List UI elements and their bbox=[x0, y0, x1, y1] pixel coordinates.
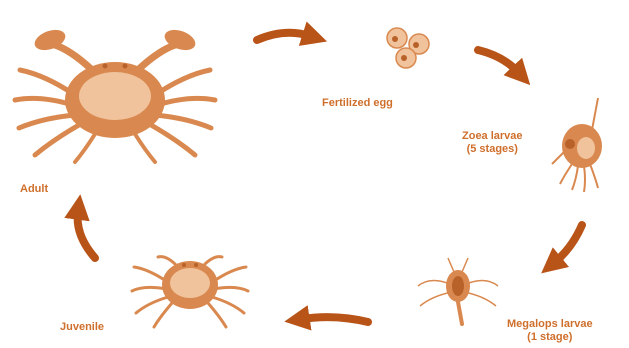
megalops-larvae-illustration bbox=[418, 258, 498, 324]
egg-label-text: Fertilized egg bbox=[322, 97, 393, 110]
label-zoea-larvae: Zoea larvae (5 stages) bbox=[462, 130, 523, 156]
adult-label-text: Adult bbox=[20, 183, 48, 196]
juvenile-label-text: Juvenile bbox=[60, 321, 104, 334]
megalops-label-line1: Megalops larvae bbox=[507, 318, 593, 331]
label-adult: Adult bbox=[20, 183, 48, 196]
arrow-adult-to-egg bbox=[257, 33, 310, 40]
juvenile-crab-illustration bbox=[132, 257, 248, 327]
label-fertilized-egg: Fertilized egg bbox=[322, 97, 393, 110]
zoea-label-line1: Zoea larvae bbox=[462, 130, 523, 143]
adult-crab-illustration bbox=[15, 26, 215, 162]
arrow-zoea-to-megalops bbox=[555, 225, 582, 262]
label-juvenile: Juvenile bbox=[60, 321, 104, 334]
zoea-label-line2: (5 stages) bbox=[462, 143, 523, 156]
label-megalops-larvae: Megalops larvae (1 stage) bbox=[507, 318, 593, 344]
arrow-juvenile-to-adult bbox=[78, 212, 95, 258]
zoea-larvae-illustration bbox=[552, 98, 602, 192]
fertilized-egg-illustration bbox=[387, 28, 429, 68]
megalops-label-line2: (1 stage) bbox=[507, 331, 593, 344]
arrow-egg-to-zoea bbox=[478, 50, 518, 72]
arrow-megalops-to-juvenile bbox=[302, 317, 368, 322]
